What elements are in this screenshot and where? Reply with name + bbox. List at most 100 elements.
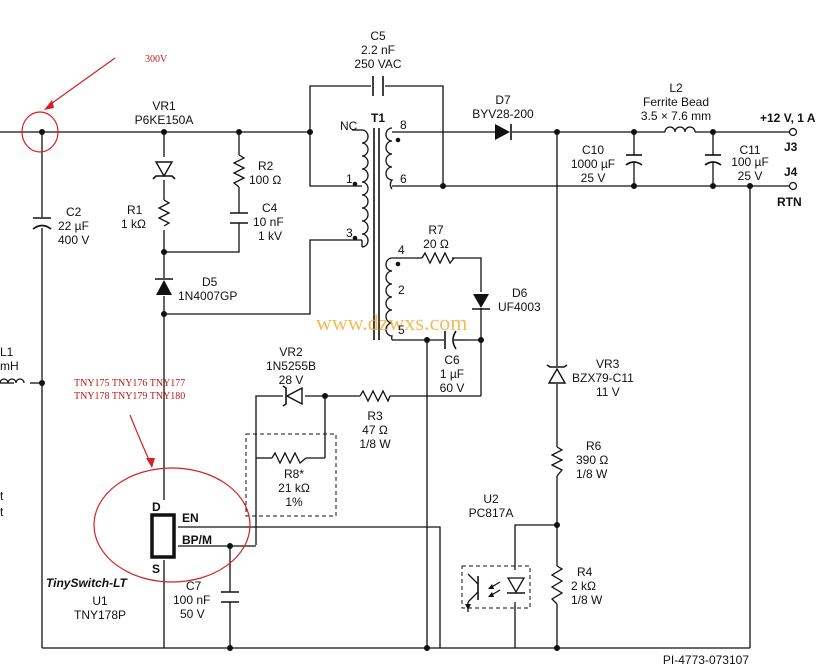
c10-value1: 1000 µF (571, 157, 615, 171)
c10-capacitor-symbol (625, 154, 643, 166)
r4-value2: 1/8 W (571, 593, 603, 607)
l2-value2: 3.5 × 7.6 mm (641, 109, 711, 123)
r3-value2: 1/8 W (359, 437, 391, 451)
wires (0, 85, 790, 649)
d5-value: 1N4007GP (178, 289, 237, 303)
l2-value1: Ferrite Bead (643, 95, 709, 109)
vr2-value1: 1N5255B (266, 359, 316, 373)
r4-resistor-symbol (550, 565, 564, 605)
t1-pin-1: 1 (346, 172, 353, 186)
c4-value2: 1 kV (258, 229, 282, 243)
c5-ref: C5 (370, 29, 386, 43)
j4-label: J4 (784, 165, 798, 179)
r8-value1: 21 kΩ (278, 481, 310, 495)
c4-capacitor-symbol (230, 212, 248, 224)
vr2-ref: VR2 (279, 345, 303, 359)
t1-ref: T1 (371, 111, 385, 125)
r8-dashed-box (245, 433, 337, 517)
annotation-ic-models-2: TNY178 TNY179 TNY180 (74, 391, 185, 402)
c5-capacitor-symbol (372, 76, 384, 96)
c6-capacitor-symbol (444, 330, 457, 350)
c2-capacitor-symbol (32, 217, 52, 230)
u2-value: PC817A (469, 506, 514, 520)
j3-terminal-icon (788, 127, 798, 137)
d7-ref: D7 (495, 93, 511, 107)
c7-value1: 100 nF (173, 593, 210, 607)
c6-value2: 60 V (440, 381, 465, 395)
t1-pin-8: 8 (400, 118, 407, 132)
d7-diode-symbol (495, 124, 512, 140)
vr3-value1: BZX79-C11 (572, 371, 634, 385)
t1-pin-5: 5 (398, 323, 405, 337)
u1-ref: U1 (92, 594, 108, 608)
c4-value1: 10 nF (253, 215, 284, 229)
vr1-value: P6KE150A (135, 113, 194, 127)
c7-capacitor-symbol (221, 591, 239, 603)
r6-ref: R6 (586, 439, 602, 453)
left-fragment-2: t (0, 505, 4, 519)
l1-ref: L1 (0, 345, 14, 359)
vr3-zener-diode-symbol (546, 364, 568, 384)
l2-inductor-symbol (664, 126, 696, 133)
r1-ref: R1 (127, 203, 143, 217)
r4-ref: R4 (577, 565, 593, 579)
r3-value1: 47 Ω (362, 423, 388, 437)
vr2-value2: 28 V (279, 373, 304, 387)
l1-inductor-symbol (0, 378, 25, 384)
d6-diode-symbol (472, 294, 490, 310)
r8-value2: 1% (285, 495, 303, 509)
r6-value1: 390 Ω (576, 453, 608, 467)
c5-value2: 250 VAC (354, 57, 401, 71)
r7-value: 20 Ω (423, 237, 449, 251)
d6-ref: D6 (512, 286, 528, 300)
l2-ref: L2 (669, 81, 683, 95)
r3-ref: R3 (367, 409, 383, 423)
r8-ref: R8* (284, 467, 304, 481)
u1-brand: TinySwitch-LT (46, 576, 129, 590)
t1-pin-4: 4 (398, 243, 405, 257)
drawing-number: PI-4773-073107 (663, 653, 749, 667)
r7-ref: R7 (428, 223, 444, 237)
left-fragment-1: t (0, 489, 4, 503)
c2-value1: 22 µF (58, 219, 89, 233)
r6-value2: 1/8 W (576, 467, 608, 481)
annotation-300v: 300V (145, 54, 168, 65)
j3-label: J3 (784, 140, 798, 154)
u1-pin-en: EN (182, 511, 199, 525)
t1-pin-3: 3 (346, 226, 353, 240)
t1-pin-6: 6 (400, 172, 407, 186)
r4-value1: 2 kΩ (571, 579, 596, 593)
u1-pin-d: D (152, 500, 161, 514)
u1-pin-s: S (152, 562, 160, 576)
r1-value: 1 kΩ (121, 217, 146, 231)
u2-ref: U2 (483, 492, 499, 506)
c6-ref: C6 (444, 353, 460, 367)
r1-resistor-symbol (157, 199, 171, 227)
annotation-markers (21, 57, 251, 583)
r2-value: 100 Ω (249, 173, 281, 187)
c11-ref: C11 (739, 143, 760, 157)
vr1-ref: VR1 (152, 99, 176, 113)
r3-resistor-symbol (359, 389, 391, 403)
j4-terminal-icon (788, 181, 798, 191)
c2-value2: 400 V (58, 233, 89, 247)
r8-resistor-symbol (271, 451, 307, 465)
d6-value: UF4003 (498, 300, 541, 314)
r7-resistor-symbol (421, 251, 455, 265)
vr3-ref: VR3 (596, 357, 620, 371)
watermark: www.dzwxs.com (316, 310, 467, 335)
r2-ref: R2 (258, 159, 274, 173)
c10-value2: 25 V (581, 171, 606, 185)
rtn-label: RTN (777, 195, 802, 209)
t1-transformer-symbol (352, 127, 401, 341)
c6-value1: 1 µF (440, 367, 464, 381)
u2-optocoupler-symbol (461, 565, 531, 612)
l1-value: mH (0, 359, 19, 373)
u1-pin-bp: BP/M (182, 533, 212, 547)
c4-ref: C4 (262, 201, 278, 215)
r6-resistor-symbol (550, 446, 564, 477)
output-voltage-label: +12 V, 1 A (760, 111, 816, 125)
c7-value2: 50 V (180, 607, 205, 621)
vr3-value2: 11 V (596, 385, 620, 399)
